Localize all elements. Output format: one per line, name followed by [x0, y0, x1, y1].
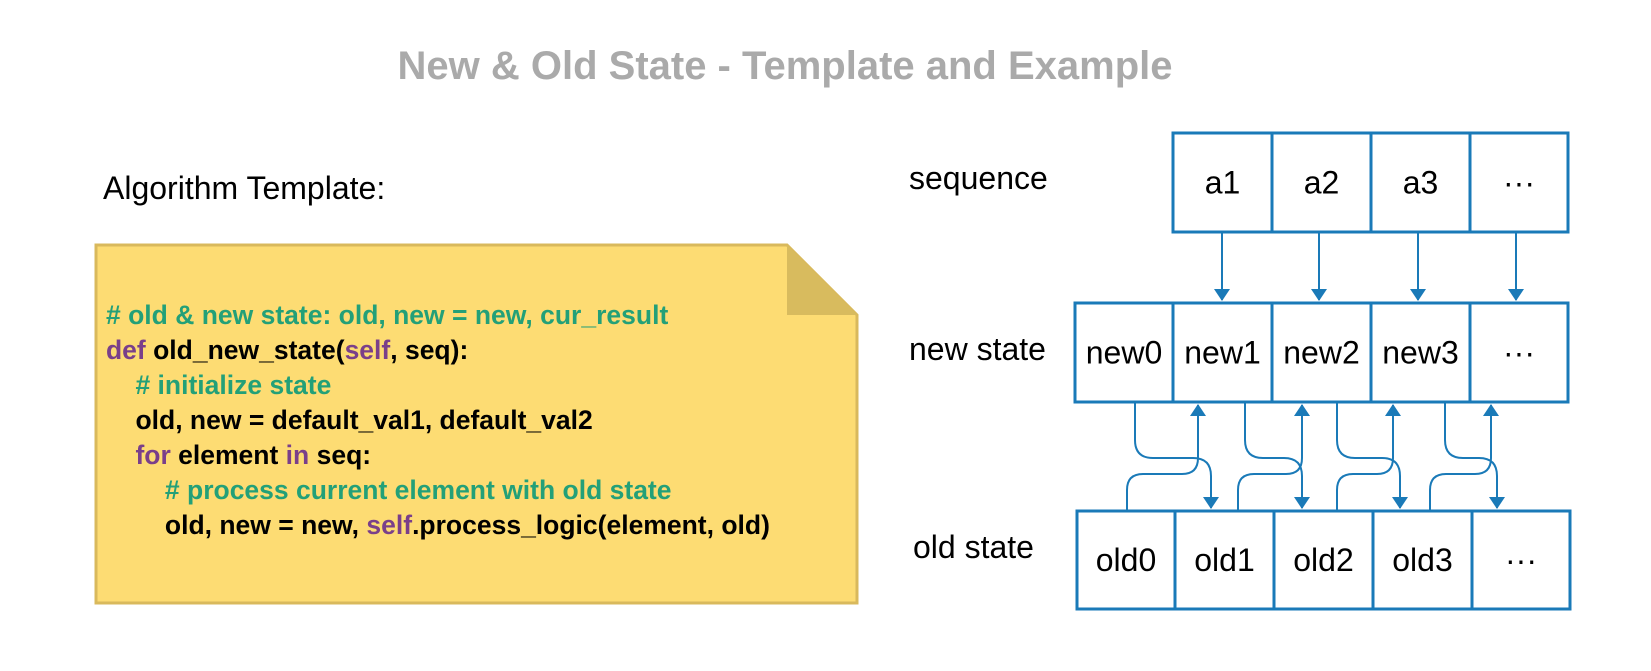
old-state-cell: [1075, 509, 1177, 611]
sequence-cell-label: a1: [1205, 165, 1241, 201]
code-text: old, new = new,: [164, 510, 367, 540]
new-state-cell-label: new3: [1382, 335, 1459, 371]
code-comment: # process current element with old state: [164, 475, 672, 505]
code-block: # old & new state: old, new = new, cur_r…: [106, 298, 770, 543]
new-state-cell-label: new0: [1086, 335, 1163, 371]
new-state-cell-label: ···: [1503, 335, 1535, 371]
old-to-new-arrow: [1237, 404, 1310, 511]
sequence-cell-label: a3: [1403, 165, 1439, 201]
code-line: # old & new state: old, new = new, cur_r…: [106, 298, 770, 333]
new-to-old-arrow: [1244, 403, 1310, 509]
code-text: element: [170, 440, 286, 470]
code-keyword: self: [344, 335, 391, 365]
old-state-cell: [1470, 509, 1572, 611]
code-keyword: in: [285, 440, 310, 470]
old-state-cell-label: old1: [1194, 542, 1255, 578]
note-body: [94, 243, 859, 605]
sequence-label: sequence: [909, 160, 1048, 196]
old-state-cell-label: old3: [1392, 542, 1453, 578]
code-comment: # old & new state: old, new = new, cur_r…: [106, 300, 669, 330]
code-text: old, new = default_val1, default_val2: [135, 405, 593, 435]
template-label: Algorithm Template:: [103, 170, 386, 206]
new-to-old-arrow: [1336, 403, 1408, 509]
page-title: New & Old State - Template and Example: [397, 44, 1173, 88]
code-keyword: def: [106, 335, 146, 365]
old-state-cell: [1272, 509, 1375, 611]
sequence-cell: [1171, 131, 1274, 234]
code-line: def old_new_state(self, seq):: [106, 333, 770, 368]
code-text: old_new_state(: [145, 335, 345, 365]
new-state-cell-label: new2: [1283, 335, 1360, 371]
new-state-cell: [1171, 301, 1274, 404]
code-line: for element in seq:: [106, 438, 770, 473]
code-line: old, new = default_val1, default_val2: [106, 403, 770, 438]
old-state-cell-label: old2: [1293, 542, 1354, 578]
code-text: .process_logic(element, old): [412, 510, 770, 540]
new-to-old-arrow: [1134, 403, 1219, 509]
old-to-new-arrow: [1126, 404, 1206, 511]
sequence-cell-label: ···: [1503, 165, 1535, 201]
old-to-new-arrow: [1429, 404, 1499, 511]
code-text: , seq):: [390, 335, 469, 365]
new-state-cell: [1468, 301, 1570, 404]
old-state-label: old state: [913, 529, 1034, 565]
code-line: old, new = new, self.process_logic(eleme…: [106, 508, 770, 543]
new-state-label: new state: [909, 331, 1046, 367]
old-state-cell-label: old0: [1096, 542, 1157, 578]
old-to-new-arrow: [1336, 404, 1401, 511]
code-comment: # initialize state: [135, 370, 332, 400]
new-to-old-arrow: [1444, 403, 1505, 509]
sequence-cell: [1468, 131, 1570, 234]
new-state-cell-label: new1: [1184, 335, 1261, 371]
code-keyword: self: [366, 510, 413, 540]
new-state-cell: [1369, 301, 1472, 404]
code-line: # initialize state: [106, 368, 770, 403]
code-line: # process current element with old state: [106, 473, 770, 508]
code-keyword: for: [135, 440, 171, 470]
code-text: seq:: [309, 440, 372, 470]
old-state-cell-label: ···: [1505, 542, 1537, 578]
note-fold: [787, 245, 857, 315]
sequence-cell-label: a2: [1304, 165, 1340, 201]
sequence-cell: [1270, 131, 1373, 234]
